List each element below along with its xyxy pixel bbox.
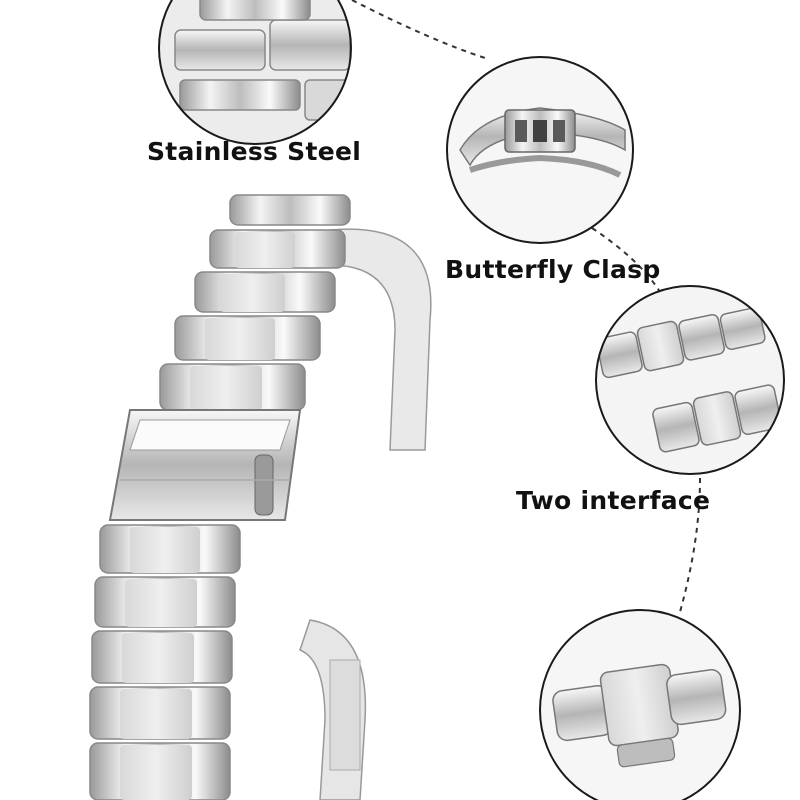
butterfly-clasp-detail-circle [446,56,634,244]
clasp [108,409,302,521]
link-detail-circle [539,609,741,800]
stainless-steel-detail-circle [158,0,352,145]
stainless-steel-label: Stainless Steel [147,137,362,166]
dashed-connector-line [351,0,701,613]
two-interface-detail-circle [595,285,785,475]
butterfly-clasp-label: Butterfly Clasp [445,255,661,284]
lower-band-links [89,524,241,800]
upper-band-links [159,194,351,411]
two-interface-label: Two interface [516,486,711,515]
watch-band-main [89,194,432,800]
